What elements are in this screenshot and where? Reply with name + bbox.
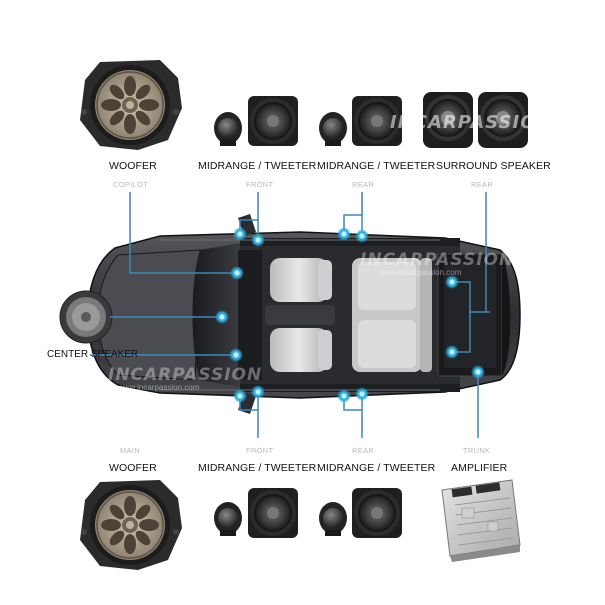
woofer-speaker-bottom [80,480,182,570]
sublabel-copilot: COPILOT [113,180,149,189]
tweeter-speaker-front-top [214,112,242,146]
midrange-speaker-front-bottom [248,488,298,538]
sublabel-front-bottom: FRONT [246,446,274,455]
tweeter-speaker-rear-bottom [319,502,347,536]
watermark-car-front: INCARPASSION [108,365,263,385]
label-surround-speaker: SURROUND SPEAKER [436,160,551,172]
watermark-top-speakers: INCARPASSION [390,112,553,133]
surround-speaker-right [478,92,528,148]
label-midrange-tweeter-front-top: MIDRANGE / TWEETER [198,160,317,172]
label-midrange-tweeter-rear-bottom: MIDRANGE / TWEETER [317,462,436,474]
surround-speaker-left [423,92,473,148]
midrange-speaker-rear-bottom [352,488,402,538]
label-amplifier: AMPLIFIER [451,462,508,474]
sublabel-front-top: FRONT [246,180,274,189]
watermark-car-rear: INCARPASSION [360,250,515,270]
sublabel-main: MAIN [120,446,140,455]
label-woofer-top: WOOFER [109,160,157,172]
midrange-speaker-front-top [248,96,298,146]
connector-lines [90,192,490,438]
label-midrange-tweeter-rear-top: MIDRANGE / TWEETER [317,160,436,172]
amplifier-unit [441,479,521,562]
sublabel-rear-top: REAR [352,180,375,189]
watermark-url-rear: www.incarpassion.com [380,268,462,277]
tweeter-speaker-rear-top [319,112,347,146]
woofer-speaker-top [80,60,182,150]
sublabel-rear-surround: REAR [471,180,494,189]
watermark-url-front: www.incarpassion.com [118,383,200,392]
midrange-speaker-rear-top [352,96,402,146]
label-woofer-bottom: WOOFER [109,462,157,474]
sublabel-rear-bottom: REAR [352,446,375,455]
label-midrange-tweeter-front-bottom: MIDRANGE / TWEETER [198,462,317,474]
sublabel-trunk: TRUNK [463,446,491,455]
label-center-speaker: CENTER SPEAKER [47,349,139,360]
tweeter-speaker-front-bottom [214,502,242,536]
center-speaker [59,290,113,344]
speaker-position-dots [215,227,485,403]
